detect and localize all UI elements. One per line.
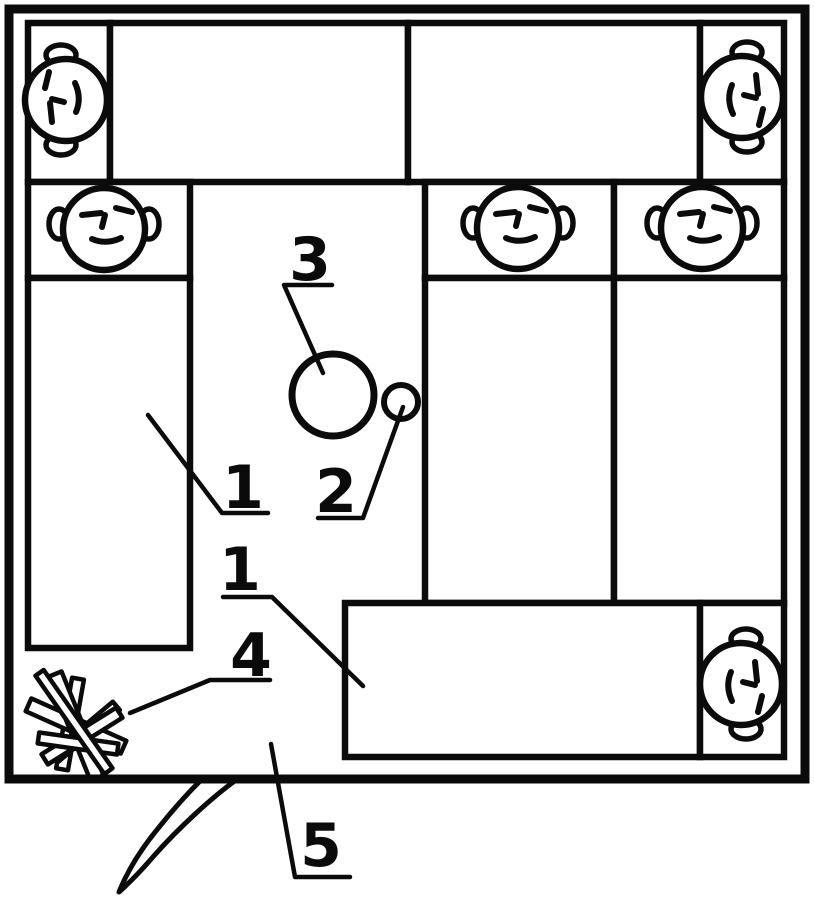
compartments — [24, 19, 788, 761]
stick — [33, 667, 115, 777]
stick-pile-icon — [23, 667, 129, 783]
large-ball-icon — [288, 350, 378, 440]
callout-2-leader — [315, 404, 406, 521]
compartment-top-1 — [106, 19, 412, 186]
callout-3: 3 — [281, 225, 335, 376]
callout-2-label: 2 — [315, 457, 357, 527]
compartment-left-bed — [24, 274, 194, 652]
grass-blade-icon — [116, 777, 239, 895]
compartment-right-bed-2 — [610, 274, 788, 607]
playpen-outer-wall — [4, 4, 810, 784]
compartment-bottom-bed — [341, 599, 704, 761]
callout-3-label: 3 — [289, 225, 331, 295]
compartment-right-bed-1 — [421, 274, 618, 607]
callout-4: 4 — [127, 621, 273, 716]
callout-4-label: 4 — [230, 621, 272, 691]
callout-1a: 1 — [145, 412, 271, 523]
callout-1b-leader — [220, 594, 366, 689]
callouts: 3 1 2 1 4 5 — [127, 225, 406, 881]
callout-1b: 1 — [219, 535, 366, 689]
callout-1a-label: 1 — [222, 453, 264, 523]
callout-3-leader — [281, 282, 335, 376]
callout-4-leader — [127, 677, 273, 716]
callout-5-label: 5 — [300, 811, 342, 881]
callout-1a-leader — [145, 412, 271, 516]
callout-5-leader — [268, 741, 353, 880]
compartment-top-2 — [404, 19, 704, 186]
callout-2: 2 — [315, 404, 406, 527]
callout-1b-label: 1 — [219, 535, 261, 605]
callout-5: 5 — [268, 741, 353, 881]
